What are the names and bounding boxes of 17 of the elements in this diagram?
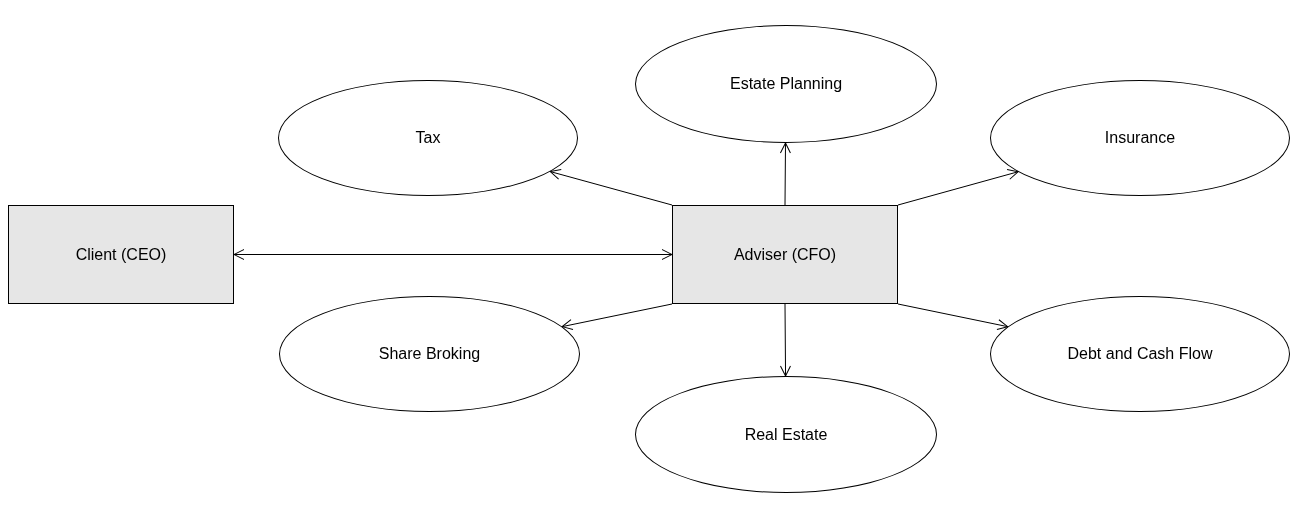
node-label: Tax (415, 129, 441, 147)
node-label: Adviser (CFO) (733, 245, 837, 264)
role-box (8, 205, 234, 304)
node-label: Share Broking (378, 345, 481, 363)
arrow (233, 249, 673, 260)
node-label: Client (CEO) (75, 245, 167, 264)
arrow (561, 303, 673, 330)
arrow (779, 142, 791, 206)
node-label: Estate Planning (729, 75, 843, 93)
role-box (672, 205, 898, 304)
node-label: Insurance (1104, 129, 1176, 147)
node-label: Real Estate (744, 425, 828, 444)
arrow (780, 303, 791, 377)
arrow (549, 168, 673, 206)
node-label: Debt and Cash Flow (1067, 345, 1213, 363)
arrow (897, 303, 1009, 331)
arrow (897, 169, 1019, 206)
